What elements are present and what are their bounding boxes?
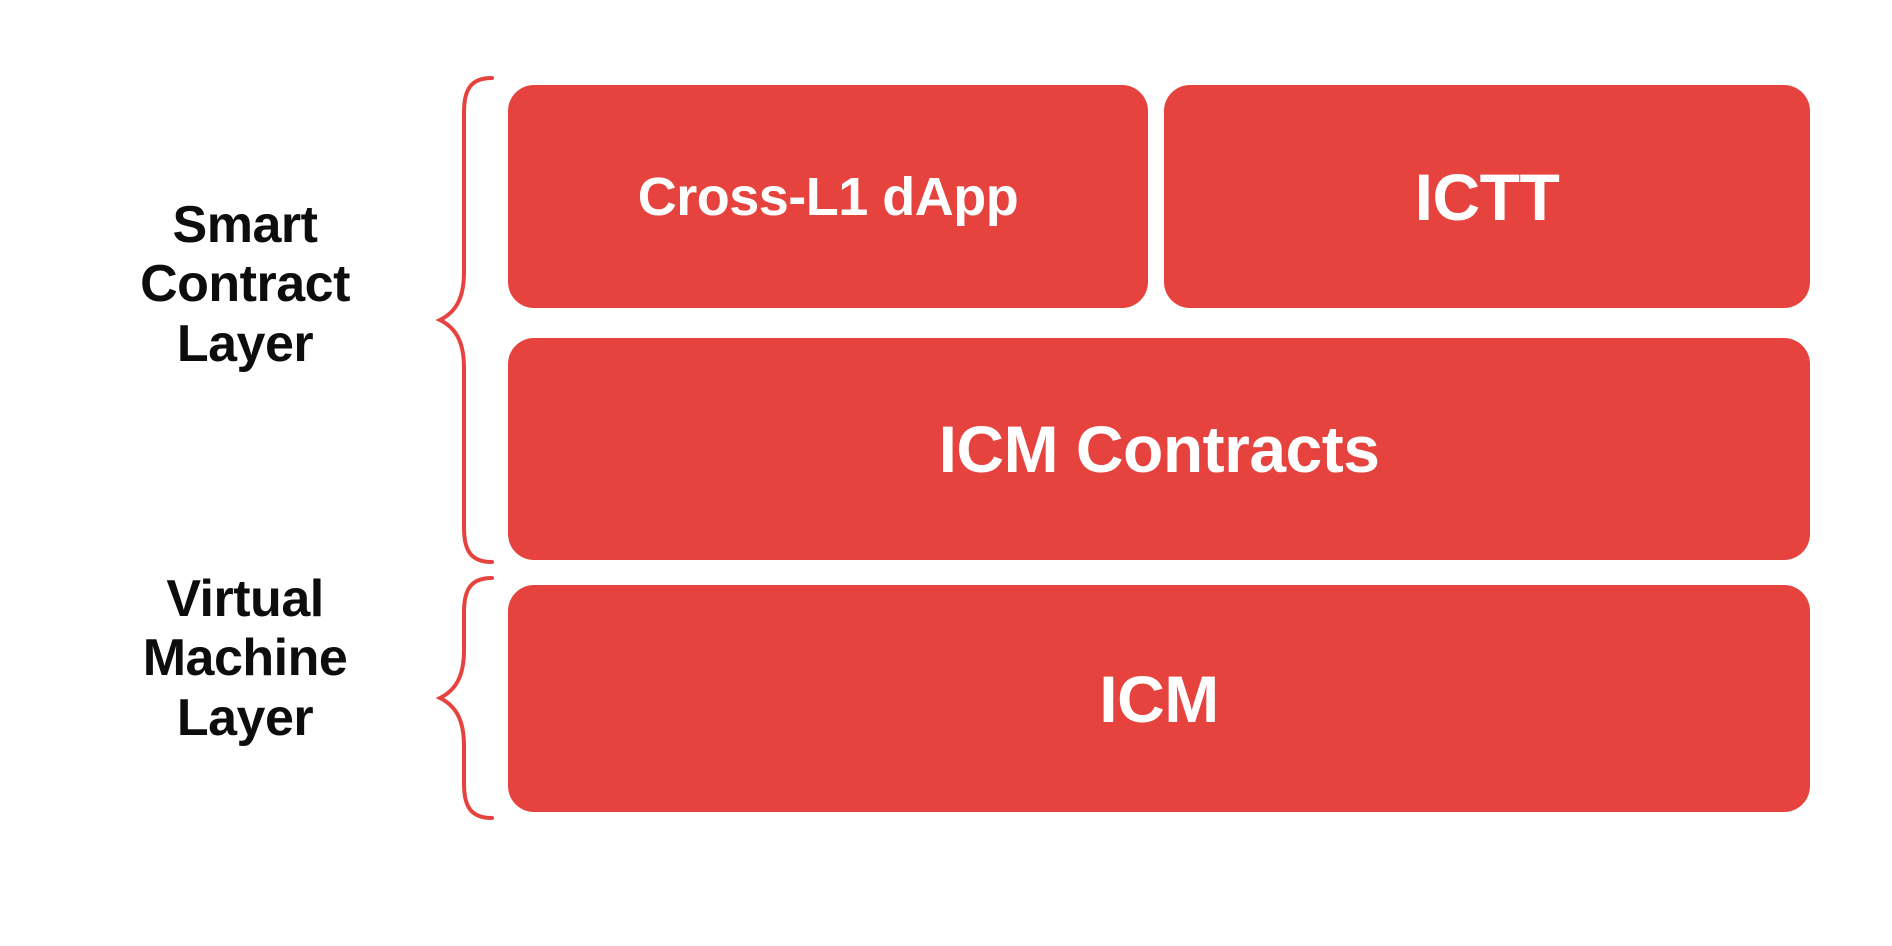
layer-label-virtual-machine: Virtual Machine Layer <box>142 570 348 747</box>
box-ictt[interactable]: ICTT <box>1164 85 1810 308</box>
box-label-icm-contracts: ICM Contracts <box>938 412 1380 486</box>
layer-label-smart-contract: Smart Contract Layer <box>140 196 350 373</box>
box-icm[interactable]: ICM <box>508 585 1810 812</box>
box-icm-contracts[interactable]: ICM Contracts <box>508 338 1810 560</box>
curly-brace-smart-contract-icon <box>435 74 496 571</box>
box-label-ictt: ICTT <box>1414 159 1560 234</box>
box-cross-l1-dapp[interactable]: Cross-L1 dApp <box>508 85 1148 308</box>
box-label-cross-l1-dapp: Cross-L1 dApp <box>637 166 1019 227</box>
box-label-icm: ICM <box>1099 661 1219 736</box>
curly-brace-virtual-machine-icon <box>435 574 496 827</box>
